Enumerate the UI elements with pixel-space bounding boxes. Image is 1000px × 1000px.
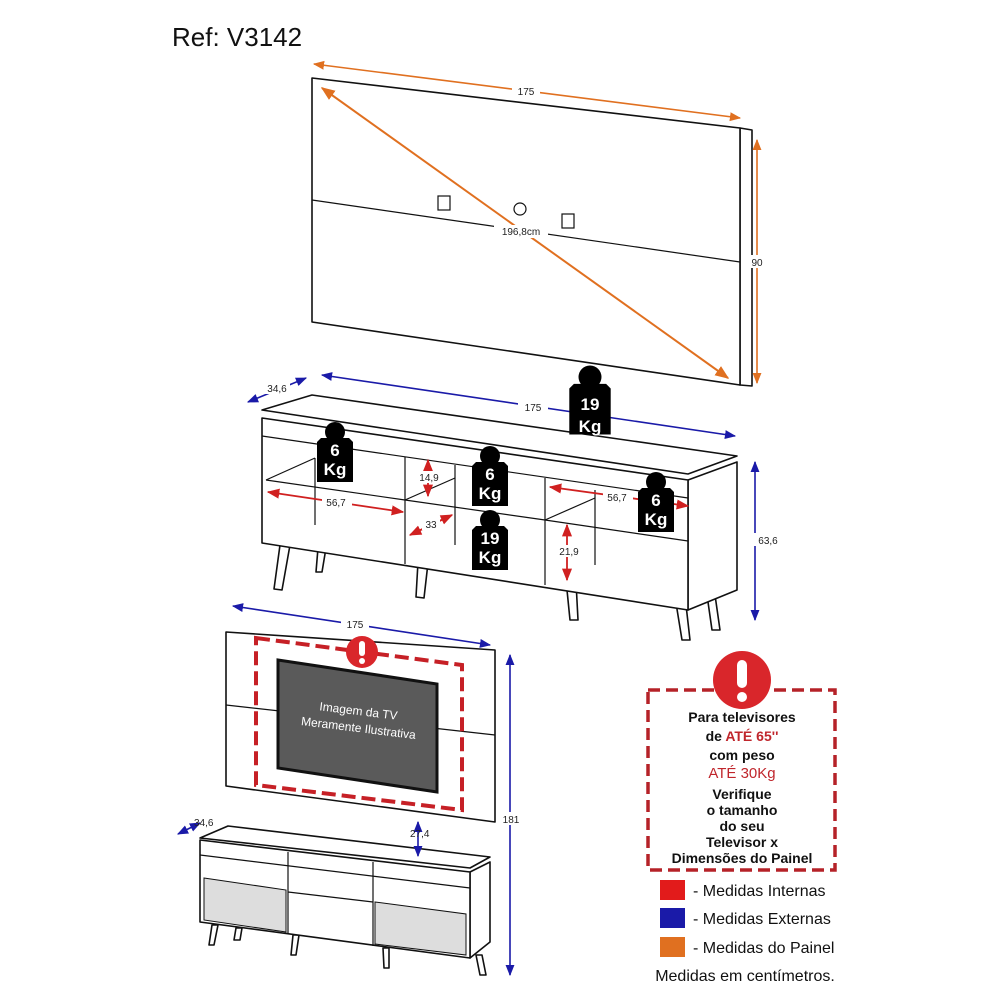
assembly-drawing: Imagem da TV Meramente Ilustrativa <box>199 631 496 976</box>
warning-icon <box>346 636 378 668</box>
tv-area-outline <box>254 635 464 813</box>
weight-tag-center-top: 6 Kg <box>472 446 508 506</box>
svg-text:6: 6 <box>651 491 660 510</box>
legend-swatch-external <box>660 908 685 928</box>
glass-door-left <box>203 877 287 933</box>
svg-text:do seu: do seu <box>719 818 764 834</box>
svg-text:Kg: Kg <box>645 510 668 529</box>
svg-text:Dimensões do Painel: Dimensões do Painel <box>672 850 813 866</box>
gap-label: 27,4 <box>410 829 430 840</box>
legend: - Medidas Internas - Medidas Externas - … <box>660 880 834 957</box>
panel-width-label: 175 <box>518 87 535 98</box>
rack-height-label: 63,6 <box>758 536 778 547</box>
svg-text:o tamanho: o tamanho <box>707 802 778 818</box>
weight-tag-left-top: 6 Kg <box>317 422 353 482</box>
legend-external-label: - Medidas Externas <box>693 911 831 928</box>
svg-text:Kg: Kg <box>479 484 502 503</box>
warning-icon <box>713 651 771 709</box>
legend-swatch-panel <box>660 937 685 957</box>
svg-text:6: 6 <box>485 465 494 484</box>
rack-depth-label: 34,6 <box>267 384 287 395</box>
panel-diagonal-label: 196,8cm <box>502 227 540 238</box>
weight-tag-panel: 19 Kg <box>569 365 611 436</box>
assembly-height-label: 181 <box>503 815 520 826</box>
warning-line-2: de ATÉ 65'' <box>706 728 779 744</box>
svg-text:Kg: Kg <box>479 548 502 567</box>
weight-tag-center-bottom: 19 Kg <box>472 510 508 570</box>
tv-illustration <box>276 658 439 794</box>
units-footnote: Medidas em centímetros. <box>655 968 835 985</box>
assembly-width-label: 175 <box>347 620 364 631</box>
reference-title: Ref: V3142 <box>172 22 302 52</box>
left-niche-width-label: 56,7 <box>326 498 346 509</box>
glass-door-right <box>374 901 467 956</box>
center-depth-label: 33 <box>425 520 437 531</box>
warning-line-1: Para televisores <box>688 709 796 725</box>
warning-line-3: com peso <box>709 747 774 763</box>
legend-swatch-internal <box>660 880 685 900</box>
panel-drawing: 196,8cm 175 90 <box>311 60 768 387</box>
svg-text:Kg: Kg <box>579 417 602 436</box>
right-niche-width-label: 56,7 <box>607 493 627 504</box>
assembly-depth-label: 34,6 <box>194 818 214 829</box>
rack-width-label: 175 <box>525 403 542 414</box>
warning-weight-limit: ATÉ 30Kg <box>708 765 775 782</box>
legend-internal-label: - Medidas Internas <box>693 883 826 900</box>
svg-text:Kg: Kg <box>324 460 347 479</box>
weight-tag-right-top: 6 Kg <box>638 472 674 532</box>
lower-niche-height-label: 21,9 <box>559 547 579 558</box>
legend-panel-label: - Medidas do Painel <box>693 940 834 957</box>
svg-text:6: 6 <box>330 441 339 460</box>
tv-size-warning-box: Para televisores de ATÉ 65'' com peso AT… <box>646 651 837 872</box>
panel-height-label: 90 <box>751 258 763 269</box>
svg-text:Verifique: Verifique <box>712 786 771 802</box>
svg-text:19: 19 <box>481 529 500 548</box>
svg-text:Televisor x: Televisor x <box>706 834 778 850</box>
svg-text:19: 19 <box>581 395 600 414</box>
top-niche-height-label: 14,9 <box>419 473 439 484</box>
